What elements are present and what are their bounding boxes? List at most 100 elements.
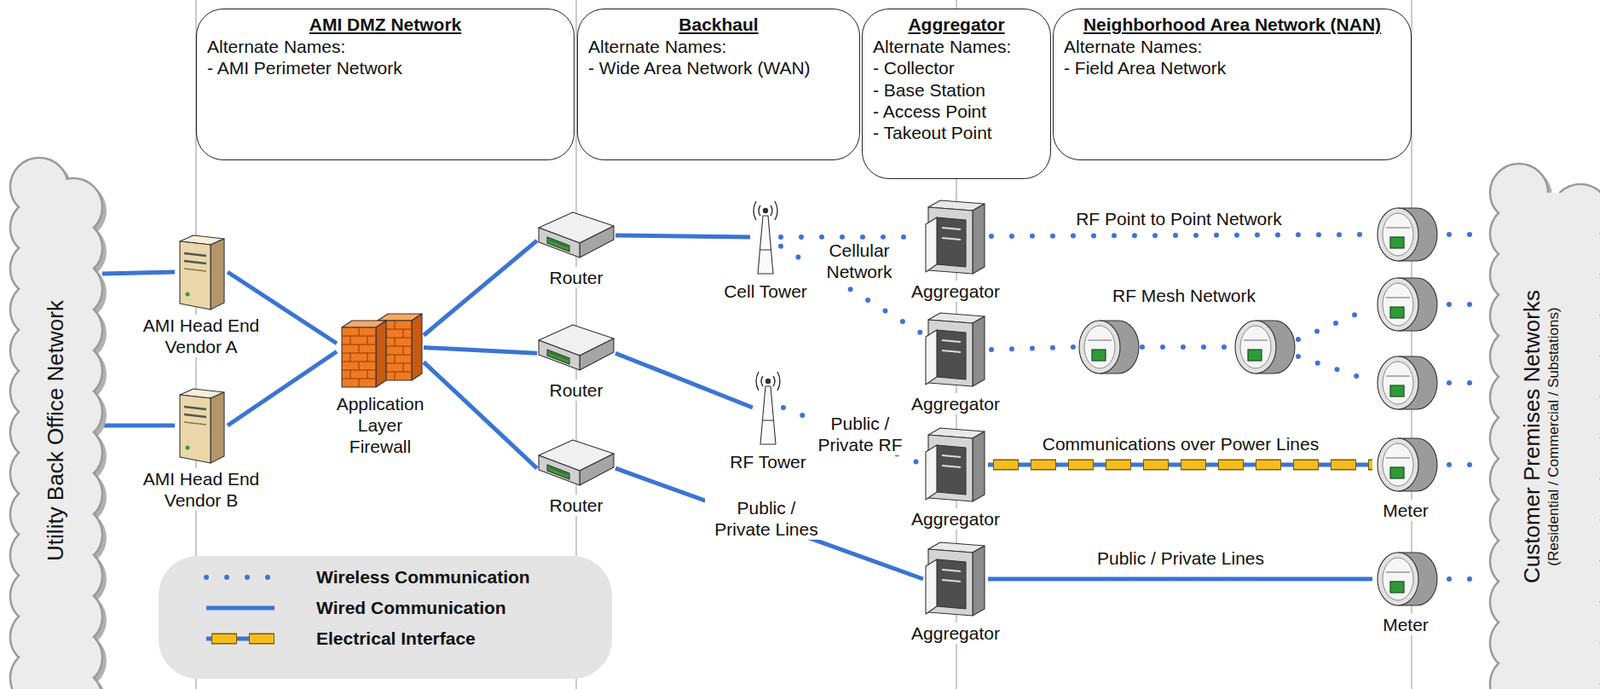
power-led [185,445,191,451]
meter-device: Meter [1372,548,1439,636]
antenna-tip [765,378,771,384]
connector-path [423,347,538,354]
router-device: Router [537,321,616,401]
device-label: Meter [1380,499,1432,521]
connector-path [102,423,175,428]
meter-display [1247,349,1262,361]
zone-alias: Alternate Names: [1063,35,1401,58]
legend-box: Wireless CommunicationWired Communicatio… [158,555,613,679]
agg-device: Aggregator [908,198,1003,302]
meter-glass [1382,283,1414,326]
electrical-interface [206,633,275,645]
cloud-shape [1490,163,1600,689]
collector-rack [941,465,961,468]
server-side [210,238,225,310]
wireless-link [1449,231,1488,237]
server-icon [174,387,228,463]
router-ports [547,349,570,364]
collector-rack [941,579,961,582]
drive-slot [184,268,207,272]
zone-alias: - Collector [872,57,1040,79]
brick-line [394,371,396,381]
meter-glass [1382,213,1414,256]
meter-line [1386,375,1410,377]
zone-header-box: AMI DMZ NetworkAlternate Names:- AMI Per… [196,8,575,161]
legend-text: Wireless Communication [316,566,531,588]
network-cloud: Utility Back Office Network [10,157,103,689]
device-label: Aggregator [908,392,1003,415]
wireless-link [1142,344,1232,350]
device-label: Router [546,266,606,289]
tower-icon [752,369,784,446]
meter-glass [1382,443,1414,486]
zone-header-box: Neighborhood Area Network (NAN)Alternate… [1052,8,1412,161]
wireless-link [1449,576,1488,582]
wall-front [341,327,376,388]
legend-sample-line [206,606,275,611]
wired-link [615,235,751,237]
agg-icon [923,198,988,276]
agg-device: Aggregator [908,426,1003,530]
wireless-link [991,346,1076,350]
tower-mast [757,215,774,274]
meter-line [1243,339,1268,341]
connector-path [615,467,924,579]
wired-link [102,271,175,274]
router-side [579,453,614,486]
server-side [210,392,225,463]
legend-row: Wired Communication [158,594,613,621]
connector-path [987,577,1373,582]
brick-line [394,337,396,347]
wired-link [987,578,1373,580]
radio-wave [774,201,778,220]
zone-alias: - Wide Area Network (WAN) [588,57,850,79]
wireless-link [1298,308,1369,340]
zone-alias: Alternate Names: [207,35,564,58]
zone-header-box: BackhaulAlternate Names:- Wide Area Netw… [577,8,861,161]
cloud-fill [11,159,102,689]
collector-opening [936,329,966,380]
drive-slot [184,253,207,256]
zone-alias: - Access Point [872,100,1040,122]
network-label: RF Point to Point Network [1073,207,1285,230]
zone-alias: Alternate Names: [872,35,1040,58]
meter-display [1390,306,1404,318]
wireless-link [1298,356,1369,381]
brick-line [350,369,352,379]
tower-icon [750,198,781,276]
device-label: AMI Head End Vendor A [130,314,272,358]
brick-line [403,363,405,372]
router-device: Router [537,208,616,289]
server-front [179,394,211,463]
agg-device: Aggregator [908,311,1003,415]
collector-door [925,559,937,614]
router-icon [537,321,616,375]
brick-line [394,320,396,330]
wireless-link [1449,301,1488,307]
device-label: Meter [1380,613,1432,636]
legend-sample [158,594,312,621]
drive-slot [184,260,207,264]
router-ports [547,236,570,252]
electrical-interface [987,459,1373,471]
agg-icon [923,426,988,503]
meter-icon [1079,320,1139,374]
legend-sample [158,625,312,652]
collector-side [972,316,985,387]
collector-door [925,329,937,385]
device-label: Router [546,494,606,516]
meter-display [1390,581,1404,593]
radio-wave [773,375,775,387]
power-line-link [987,464,1373,466]
agg-icon [923,311,988,388]
meter-face [1377,552,1419,606]
link-label: Public / Private Lines [704,496,828,540]
zone-title: Aggregator [872,13,1040,36]
meter-line [1386,296,1410,299]
tower-brace [760,249,771,251]
tower-device: Cell Tower [721,198,810,302]
meter-glass [1382,557,1414,601]
brick-line [358,378,360,388]
router-side [579,225,614,258]
brick-line [358,344,360,353]
